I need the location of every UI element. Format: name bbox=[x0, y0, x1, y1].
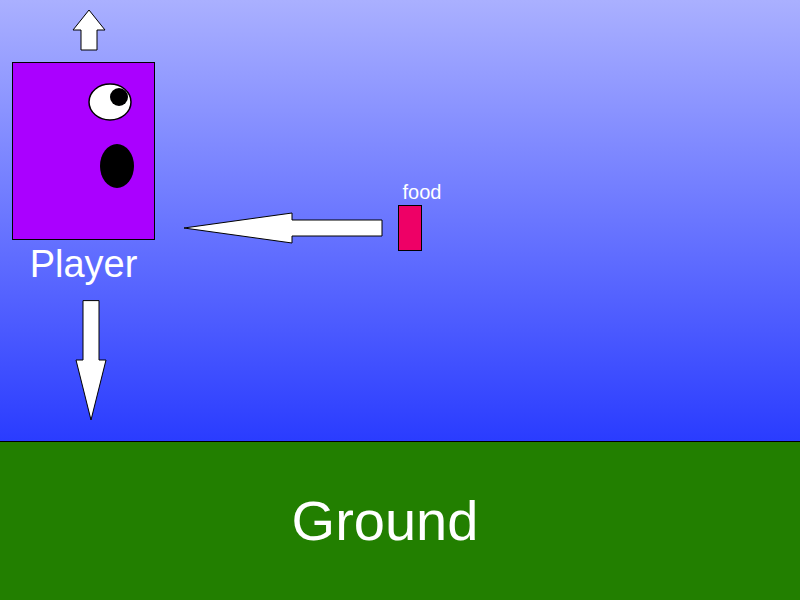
food-node: food bbox=[398, 205, 422, 251]
player-mouth bbox=[100, 144, 134, 188]
player-eye bbox=[89, 84, 131, 120]
block-arrow bbox=[76, 301, 106, 420]
food-label: food bbox=[403, 180, 442, 204]
player-body bbox=[12, 62, 155, 240]
player-label: Player bbox=[12, 242, 155, 288]
ground-label: Ground bbox=[292, 487, 479, 554]
player-node: Player bbox=[12, 62, 155, 288]
player-pupil bbox=[110, 88, 128, 106]
ground-node: Ground bbox=[0, 441, 800, 600]
block-arrow bbox=[184, 213, 382, 243]
up-arrow bbox=[73, 10, 105, 50]
